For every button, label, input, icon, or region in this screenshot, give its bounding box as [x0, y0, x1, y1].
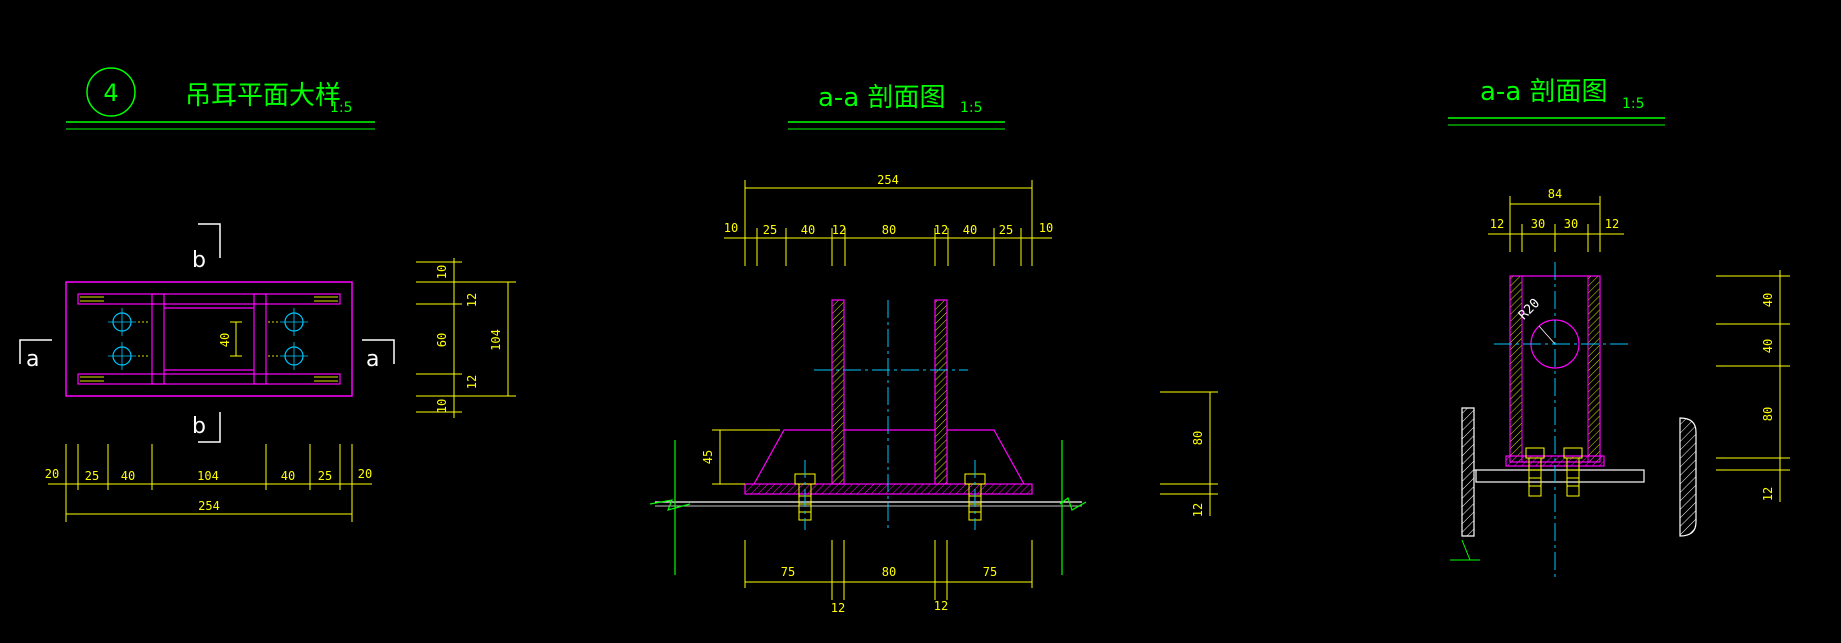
base-plate	[65, 281, 353, 397]
plan-dim-bottom-5: 40	[281, 469, 295, 483]
plan-dim-bottom-2: 25	[85, 469, 99, 483]
plan-dim-bottom-4: 104	[197, 469, 219, 483]
section-a-view: a-a 剖面图 1:5 254 10 25 40 12 80 12	[649, 83, 1218, 615]
section-b-title: a-a 剖面图	[1480, 77, 1608, 107]
section-a-dim-top-2: 25	[763, 223, 777, 237]
section-a-dim-top-8: 25	[999, 223, 1013, 237]
section-a-dim-height: 45	[701, 450, 715, 464]
section-a-dim-bottom-1: 75	[781, 565, 795, 579]
section-a-dim-top-1: 10	[724, 221, 738, 235]
plan-dim-right-total: 104	[489, 329, 503, 351]
plan-dim-bottom-1: 20	[45, 467, 59, 481]
section-a-dim-right-1: 80	[1191, 431, 1205, 445]
plan-dim-bottom-6: 25	[318, 469, 332, 483]
section-a-dim-bottom-3: 75	[983, 565, 997, 579]
section-b-dim-total: 84	[1548, 187, 1562, 201]
section-mark-b-bottom: b	[192, 414, 206, 439]
detail-number-circle	[86, 67, 136, 117]
plan-dim-bottom-3: 40	[121, 469, 135, 483]
section-a-dim-total: 254	[877, 173, 899, 187]
plan-view-scale: 1:5	[330, 100, 353, 116]
section-mark-a-right: a	[366, 347, 379, 372]
section-b-view: a-a 剖面图 1:5 84 12 30 30 12 R20	[1448, 77, 1790, 580]
detail-number: 4	[103, 79, 118, 107]
section-a-dim-top-7: 40	[963, 223, 977, 237]
plan-dim-inner: 40	[218, 333, 232, 347]
plan-dim-right-3: 60	[435, 333, 449, 347]
section-b-dim-top-1: 12	[1490, 217, 1504, 231]
section-b-scale: 1:5	[1622, 96, 1645, 112]
plan-dim-right-2: 12	[465, 293, 479, 307]
plan-view: 4 吊耳平面大样 1:5 b b a a	[19, 67, 516, 522]
section-a-dim-bottom-small-2: 12	[934, 599, 948, 613]
plan-dim-bottom-total: 254	[198, 499, 220, 513]
plan-dim-bottom-7: 20	[358, 467, 372, 481]
lug-plate-left	[831, 299, 845, 485]
section-a-dim-bottom-2: 80	[882, 565, 896, 579]
section-a-dim-top-4: 12	[832, 223, 846, 237]
section-mark-b-top: b	[192, 248, 206, 273]
section-a-scale: 1:5	[960, 100, 983, 116]
section-b-dim-right-4: 12	[1761, 487, 1775, 501]
section-mark-a-left: a	[26, 347, 39, 372]
section-a-dim-top-9: 10	[1039, 221, 1053, 235]
plan-dim-right-4: 12	[465, 375, 479, 389]
section-a-dim-top-6: 12	[934, 223, 948, 237]
plan-dim-right-1: 10	[435, 265, 449, 279]
plan-view-title: 吊耳平面大样	[185, 81, 341, 111]
section-a-dim-bottom-small-1: 12	[831, 601, 845, 615]
section-b-dim-top-3: 30	[1564, 217, 1578, 231]
section-b-dim-right-3: 80	[1761, 407, 1775, 421]
section-a-title: a-a 剖面图	[818, 83, 946, 113]
lug-plate-right	[934, 299, 948, 485]
section-a-dim-right-2: 12	[1191, 503, 1205, 517]
plan-dim-right-5: 10	[435, 399, 449, 413]
section-a-dim-top-3: 40	[801, 223, 815, 237]
section-b-dim-top-2: 30	[1531, 217, 1545, 231]
section-b-dim-right-1: 40	[1761, 293, 1775, 307]
section-b-dim-right-2: 40	[1761, 339, 1775, 353]
section-a-dim-top-5: 80	[882, 223, 896, 237]
section-b-dim-top-4: 12	[1605, 217, 1619, 231]
